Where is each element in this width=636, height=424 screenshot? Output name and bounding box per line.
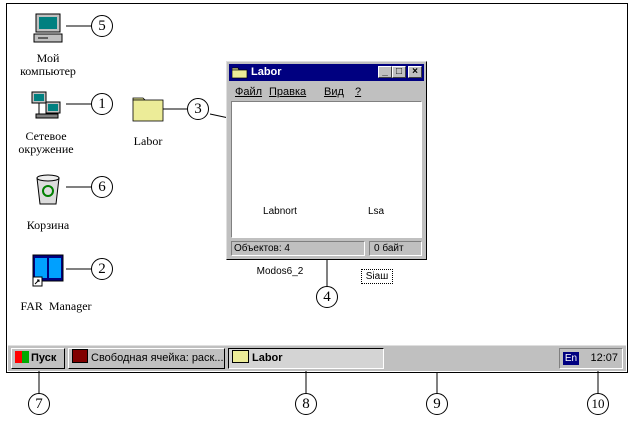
my-computer-label: Мой компьютер [20,51,76,78]
callout-6: 6 [91,176,113,198]
callout-9: 9 [426,393,448,415]
menu-help[interactable]: ? [355,86,362,98]
callout-1: 1 [91,93,113,115]
labor-desktop-label: Labor [133,134,163,148]
start-label: Пуск [31,352,57,364]
taskbar: Пуск Свободная ячейка: раск... Labor En … [8,345,626,371]
callout-4: 4 [316,286,338,308]
labor-window[interactable]: Labor _ □ × Файл Правка Вид ? Labnort Ls… [226,61,427,284]
task1-label: Свободная ячейка: раск... [91,352,224,364]
language-indicator[interactable]: En [563,352,579,365]
window-titlebar[interactable]: Labor _ □ × [229,64,424,81]
folder-icon [232,350,249,363]
clock[interactable]: 12:07 [590,352,618,364]
windows-logo-icon [15,351,29,363]
far-manager-label: FAR Manager [20,299,92,313]
callout-3: 3 [187,98,209,120]
menu-file[interactable]: Файл [235,86,263,98]
task-button-labor[interactable]: Labor [228,348,384,369]
system-tray: En 12:07 [559,348,623,369]
task2-label: Labor [252,352,283,364]
callout-8: 8 [295,393,317,415]
callout-7: 7 [28,393,50,415]
menu-view[interactable]: Вид [324,86,344,98]
status-bar: Объектов: 4 0 байт [231,241,422,257]
window-title: Labor [251,66,282,78]
callout-10: 10 [587,393,609,415]
window-content: Labnort Lsa Modos6_2 Siaш [231,101,422,284]
recycle-bin-label: Корзина [26,218,70,232]
recycle-bin-icon [36,174,60,205]
menu-bar: Файл Правка Вид ? [231,84,422,100]
close-button[interactable]: × [408,66,422,78]
menu-edit[interactable]: Правка [269,86,307,98]
item-label-siam[interactable]: Siaш [361,269,393,284]
app-icon [72,349,88,363]
labor-desktop-folder-icon [132,97,164,122]
item-label-modos[interactable]: Modos6_2 [256,266,304,277]
status-size: 0 байт [369,241,422,256]
task-button-cell[interactable]: Свободная ячейка: раск... [68,348,225,369]
minimize-button[interactable]: _ [378,66,392,78]
item-label-lsa[interactable]: Lsa [367,206,385,217]
network-icon [31,91,61,119]
network-label: Сетевое окружение [18,129,74,156]
callout-5: 5 [91,15,113,37]
item-label-labnort[interactable]: Labnort [263,206,297,217]
my-computer-icon [33,13,63,43]
titlebar-folder-icon [232,67,248,79]
status-objects: Объектов: 4 [231,241,365,256]
callout-2: 2 [91,258,113,280]
start-button[interactable]: Пуск [11,348,65,369]
far-manager-icon [32,254,64,287]
maximize-button[interactable]: □ [392,66,406,78]
